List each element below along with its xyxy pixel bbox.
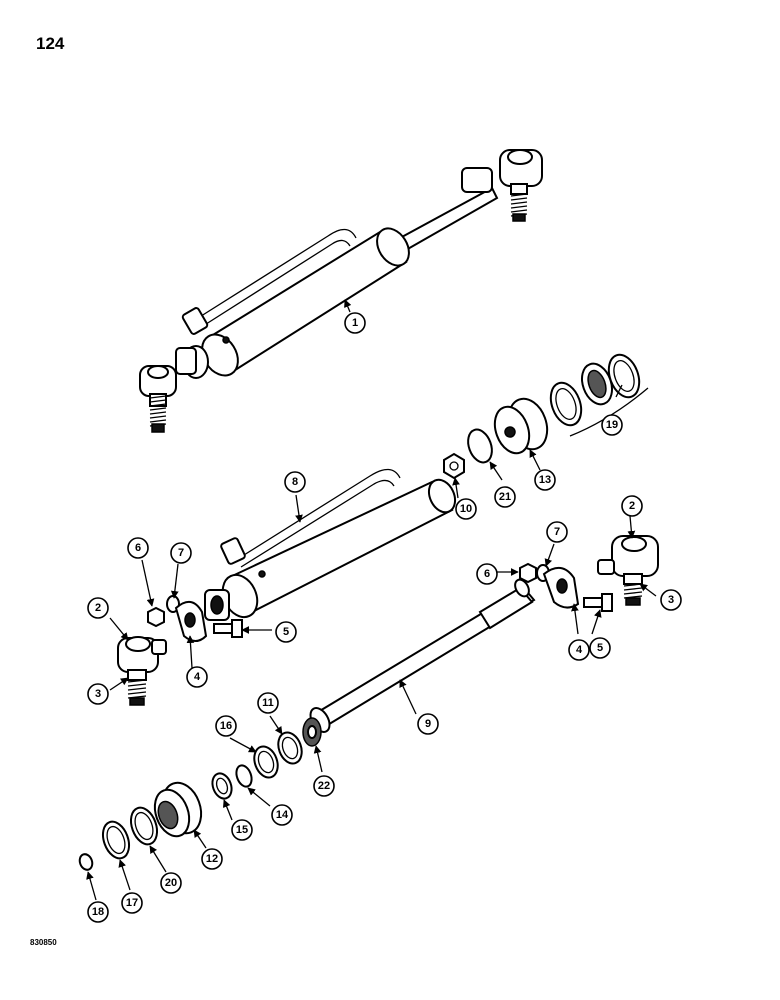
callout-21: 21 [494,486,516,508]
svg-text:3: 3 [95,688,101,700]
callout-2-left: 2 [87,597,109,619]
svg-text:16: 16 [220,720,232,732]
callout-4-left: 4 [186,666,208,688]
callout-5-left: 5 [275,621,297,643]
right-hardware [519,535,659,612]
svg-text:2: 2 [629,500,635,512]
svg-text:9: 9 [425,718,431,730]
figure-code: 830850 [30,938,57,947]
svg-text:21: 21 [499,491,511,503]
svg-text:17: 17 [126,897,138,909]
callout-11: 11 [257,692,279,714]
callout-13: 13 [534,469,556,491]
callout-14: 14 [271,804,293,826]
callout-8: 8 [284,471,306,493]
callout-3-right: 3 [660,589,682,611]
svg-text:6: 6 [484,568,490,580]
callout-22: 22 [313,775,335,797]
callout-4-right: 4 [568,639,590,661]
callout-12: 12 [201,848,223,870]
callout-7-right: 7 [546,521,568,543]
seal-kit-parts [443,353,649,480]
svg-text:20: 20 [165,877,177,889]
svg-text:5: 5 [597,642,603,654]
svg-text:13: 13 [539,474,551,486]
svg-text:14: 14 [276,809,289,821]
callout-5-right: 5 [589,637,611,659]
piston-rod [302,578,536,747]
svg-text:4: 4 [576,644,583,656]
svg-text:19: 19 [606,419,618,431]
callout-10: 10 [455,498,477,520]
svg-text:12: 12 [206,853,218,865]
page-number: 124 [36,34,65,53]
callout-20: 20 [160,872,182,894]
svg-text:22: 22 [318,780,330,792]
callout-6-right: 6 [476,563,498,585]
cylinder-barrel [204,468,457,621]
callout-18: 18 [87,901,109,923]
callout-3-left: 3 [87,683,109,705]
callout-15: 15 [231,819,253,841]
callout-1: 1 [344,312,366,334]
assembled-steering-cylinder [139,149,543,433]
svg-text:18: 18 [92,906,104,918]
svg-text:3: 3 [668,594,674,606]
svg-text:4: 4 [194,671,201,683]
svg-text:6: 6 [135,542,141,554]
svg-text:11: 11 [262,697,274,709]
svg-text:8: 8 [292,476,298,488]
svg-text:7: 7 [178,547,184,559]
callout-17: 17 [121,892,143,914]
callout-7-left: 7 [170,542,192,564]
callout-19: 19 [601,414,623,436]
callout-16: 16 [215,715,237,737]
svg-text:1: 1 [352,317,358,329]
svg-text:2: 2 [95,602,101,614]
callout-9: 9 [417,713,439,735]
leader-lines [86,299,657,901]
left-hardware [117,595,243,706]
svg-text:7: 7 [554,526,560,538]
callout-6-left: 6 [127,537,149,559]
svg-text:15: 15 [236,824,248,836]
callout-2-right: 2 [621,495,643,517]
rod-seals [78,731,303,871]
svg-text:10: 10 [460,503,472,515]
svg-text:5: 5 [283,626,289,638]
